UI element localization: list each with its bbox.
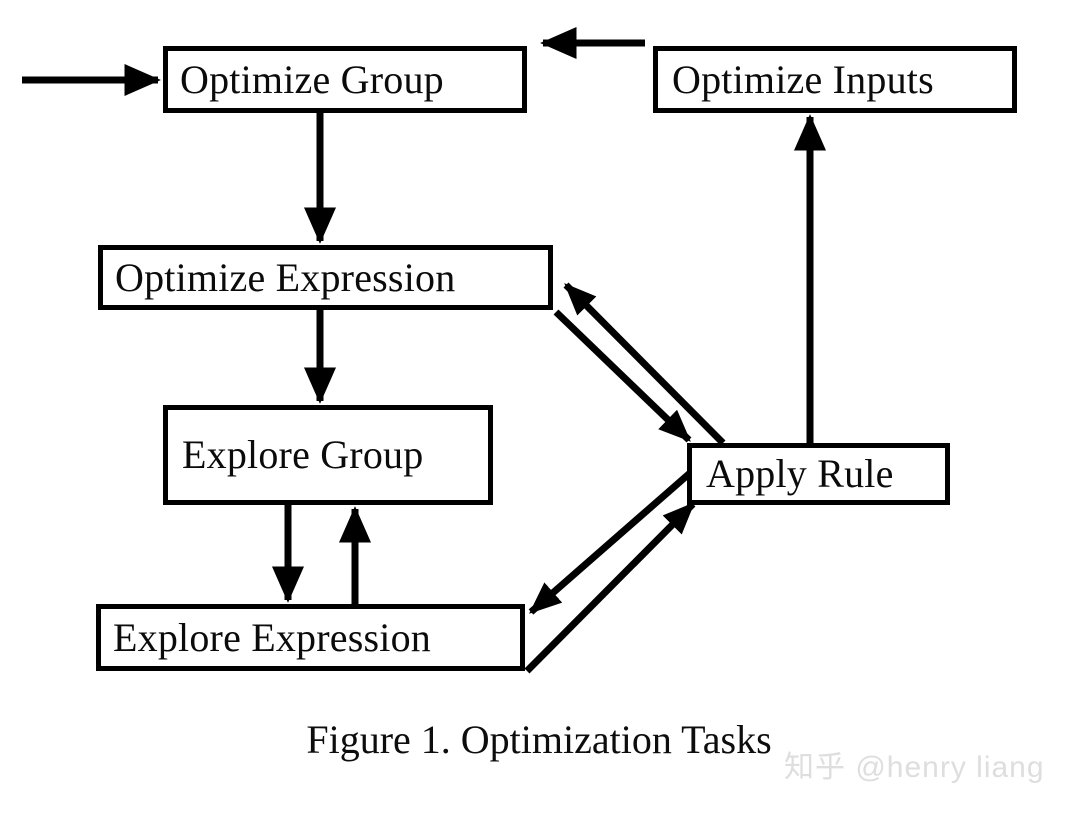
node-optimize-group[interactable]: Optimize Group <box>163 46 527 113</box>
watermark: 知乎 @henry liang <box>784 751 1045 784</box>
node-label-optimize-expression: Optimize Expression <box>115 254 456 300</box>
node-label-optimize-inputs: Optimize Inputs <box>672 56 934 102</box>
edge-apply-rule-to-optimize-expression <box>563 282 726 446</box>
edge-optimize-expression-to-apply-rule <box>553 309 692 443</box>
node-label-apply-rule: Apply Rule <box>706 451 894 496</box>
node-optimize-inputs[interactable]: Optimize Inputs <box>653 46 1017 113</box>
edge-apply-rule-to-explore-expression <box>528 470 693 615</box>
node-label-explore-group: Explore Group <box>182 432 424 477</box>
node-optimize-expression[interactable]: Optimize Expression <box>98 245 553 310</box>
node-label-explore-expression: Explore Expression <box>113 614 431 660</box>
node-explore-expression[interactable]: Explore Expression <box>96 604 525 671</box>
node-explore-group[interactable]: Explore Group <box>163 405 493 505</box>
node-apply-rule[interactable]: Apply Rule <box>687 443 950 505</box>
edge-explore-expression-to-apply-rule <box>524 501 696 674</box>
node-label-optimize-group: Optimize Group <box>180 56 444 102</box>
figure-caption: Figure 1. Optimization Tasks <box>306 717 772 762</box>
